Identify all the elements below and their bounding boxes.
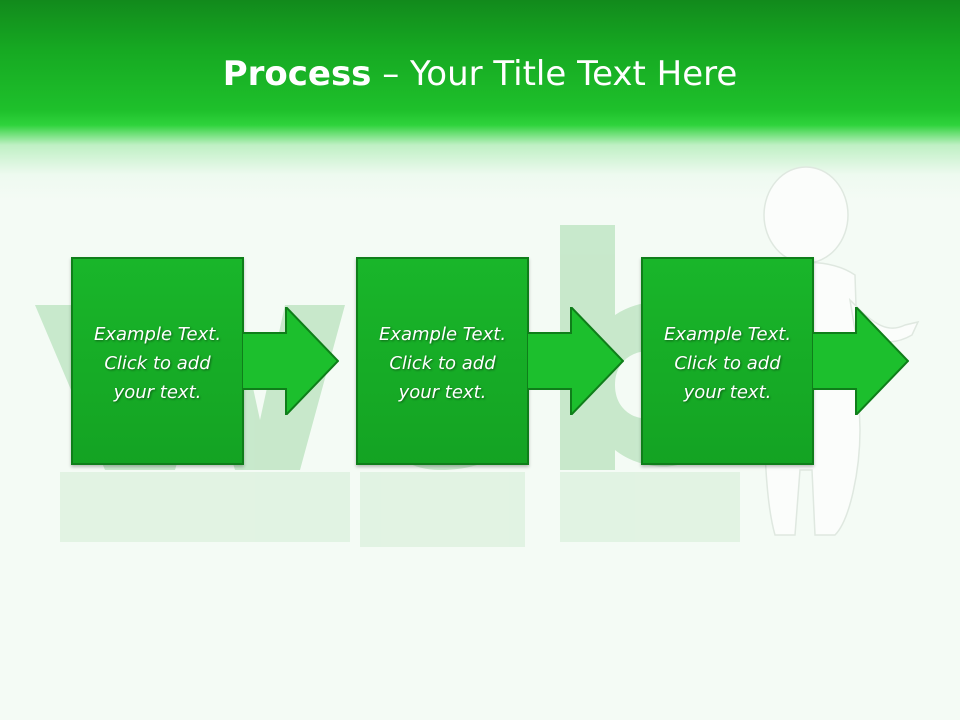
- process-step-1-box[interactable]: [71, 257, 244, 465]
- slide-title[interactable]: Process – Your Title Text Here: [0, 52, 960, 96]
- process-arrow-2-icon: [527, 307, 624, 415]
- process-step-2-box[interactable]: [356, 257, 529, 465]
- web-reflection-graphic: [60, 472, 740, 547]
- header-band: [0, 0, 960, 200]
- process-arrow-3-icon: [812, 307, 909, 415]
- title-bold: Process: [222, 54, 372, 94]
- title-rest: – Your Title Text Here: [371, 54, 738, 94]
- process-step-3-box[interactable]: [641, 257, 814, 465]
- process-arrow-1-icon: [242, 307, 339, 415]
